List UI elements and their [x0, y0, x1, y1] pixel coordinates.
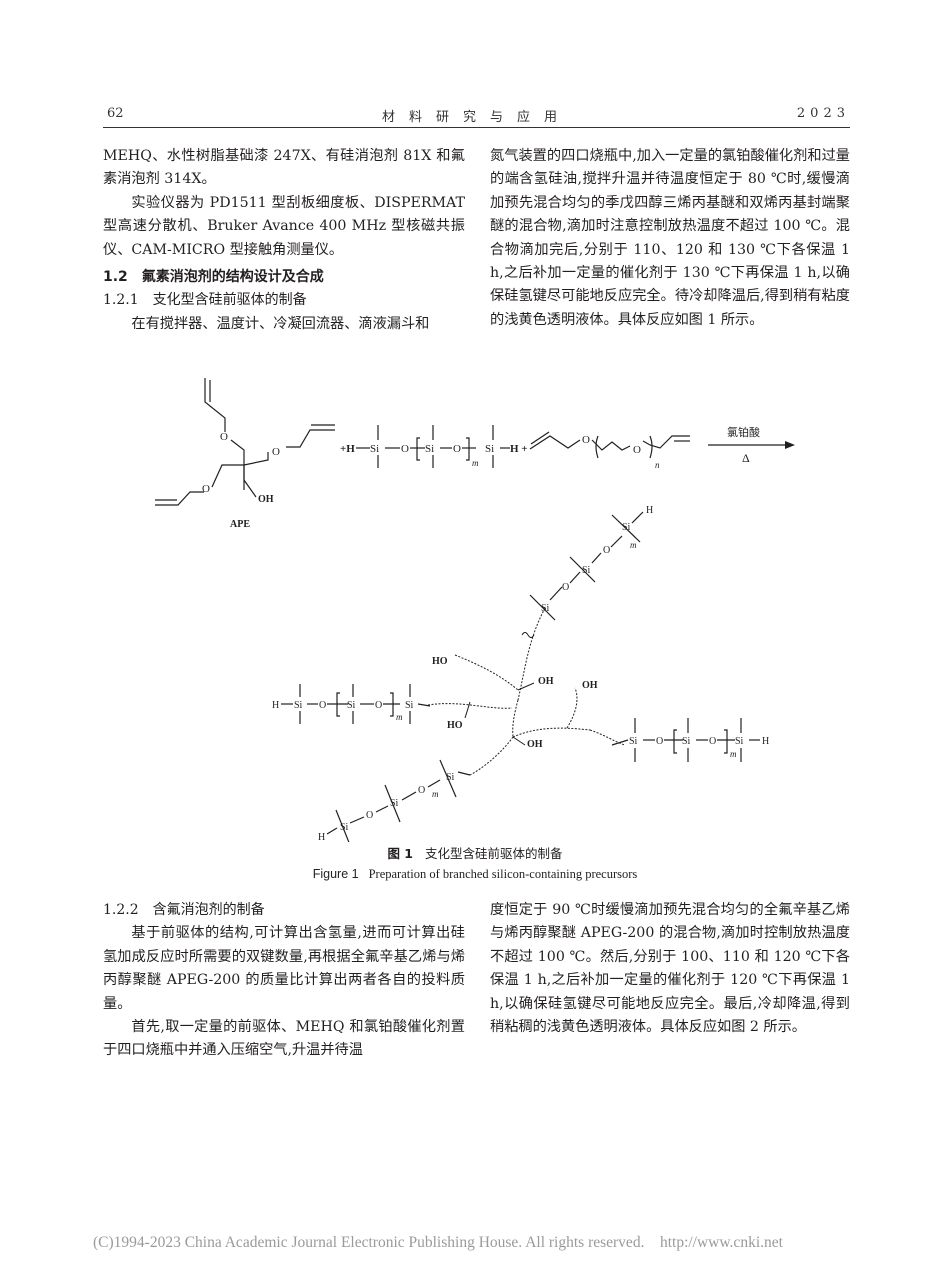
svg-text:Si: Si: [541, 603, 550, 614]
svg-text:Si: Si: [622, 522, 631, 533]
svg-text:O: O: [453, 443, 461, 455]
right-column-top: 氮气装置的四口烧瓶中,加入一定量的氯铂酸催化剂和过量的端含氢硅油,搅拌升温并待温…: [490, 145, 850, 332]
paragraph-precursor-continued: 氮气装置的四口烧瓶中,加入一定量的氯铂酸催化剂和过量的端含氢硅油,搅拌升温并待温…: [490, 148, 850, 328]
condition-label: Δ: [742, 451, 750, 465]
svg-text:H: H: [762, 736, 769, 747]
svg-text:O: O: [633, 444, 641, 456]
svg-text:O: O: [418, 785, 425, 796]
svg-text:+H: +H: [340, 443, 355, 455]
paragraph-materials: MEHQ、水性树脂基础漆 247X、有硅消泡剂 81X 和氟素消泡剂 314X。: [103, 148, 465, 188]
figure-caption-cn-text: 支化型含硅前驱体的制备: [425, 846, 563, 861]
subsection-heading-1-2-1: 1.2.1 支化型含硅前驱体的制备: [103, 292, 307, 309]
siloxane-arm-left: H Si O Si O m Si: [272, 684, 431, 724]
left-column-top: MEHQ、水性树脂基础漆 247X、有硅消泡剂 81X 和氟素消泡剂 314X。…: [103, 145, 465, 336]
branched-product: [427, 607, 626, 776]
paragraph-procedure-start: 首先,取一定量的前驱体、MEHQ 和氯铂酸催化剂置于四口烧瓶中并通入压缩空气,升…: [103, 1019, 465, 1059]
svg-text:Si: Si: [370, 443, 379, 455]
atom-o: O: [220, 431, 228, 443]
svg-text:Si: Si: [340, 822, 349, 833]
svg-text:H: H: [318, 832, 325, 842]
svg-text:O: O: [656, 736, 663, 747]
siloxane-arm-top: Si O Si O Si H m: [529, 505, 653, 621]
svg-text:HO: HO: [432, 656, 448, 667]
right-column-bottom: 度恒定于 90 ℃时缓慢滴加预先混合均匀的全氟辛基乙烯与烯丙醇聚醚 APEG-2…: [490, 899, 850, 1039]
svg-text:O: O: [562, 582, 569, 593]
left-column-bottom: 1.2.2 含氟消泡剂的制备 基于前驱体的结构,可计算出含氢量,进而可计算出硅氢…: [103, 899, 465, 1063]
svg-text:O: O: [202, 483, 210, 495]
svg-text:O: O: [366, 810, 373, 821]
running-header: 62 材料研究与应用 2023: [103, 106, 850, 128]
svg-text:H: H: [272, 700, 279, 711]
svg-text:H: H: [646, 505, 653, 516]
svg-text:m: m: [630, 540, 637, 550]
svg-text:OH: OH: [527, 739, 543, 750]
svg-text:OH: OH: [582, 680, 598, 691]
paragraph-calculation: 基于前驱体的结构,可计算出含氢量,进而可计算出硅氢加成反应时所需要的双键数量,再…: [103, 925, 465, 1012]
svg-text:Si: Si: [390, 798, 399, 809]
svg-text:Si: Si: [629, 736, 638, 747]
subsection-heading-1-2-2: 1.2.2 含氟消泡剂的制备: [103, 902, 265, 918]
copyright-text: (C)1994-2023 China Academic Journal Elec…: [93, 1234, 645, 1251]
paragraph-precursor-start: 在有搅拌器、温度计、冷凝回流器、滴液漏斗和: [131, 315, 430, 332]
svg-text:O: O: [709, 736, 716, 747]
svg-text:HO: HO: [447, 720, 463, 731]
section-heading-1-2: 1.2 氟素消泡剂的结构设计及合成: [103, 269, 324, 286]
journal-title: 材料研究与应用: [381, 110, 571, 125]
figure-1-caption-cn: 图 1 支化型含硅前驱体的制备: [0, 843, 950, 862]
svg-text:m: m: [432, 789, 439, 799]
journal-year: 2023: [796, 106, 850, 121]
svg-text:OH: OH: [538, 676, 554, 687]
svg-text:m: m: [730, 749, 737, 759]
svg-text:Si: Si: [294, 700, 303, 711]
figure-label-en: Figure 1: [312, 867, 359, 881]
siloxane-arm-right: Si O Si O m Si H: [611, 718, 769, 762]
paragraph-instruments: 实验仪器为 PD1511 型刮板细度板、DISPERMAT 型高速分散机、Bru…: [103, 194, 465, 258]
svg-text:Si: Si: [347, 700, 356, 711]
svg-text:Si: Si: [735, 736, 744, 747]
svg-text:m: m: [472, 458, 479, 468]
svg-text:O: O: [319, 700, 326, 711]
figure-label-cn: 图 1: [387, 846, 414, 861]
svg-text:Si: Si: [446, 772, 455, 783]
svg-text:Si: Si: [485, 443, 494, 455]
svg-text:Si: Si: [582, 565, 591, 576]
cnki-url: http://www.cnki.net: [659, 1234, 783, 1251]
svg-text:O: O: [375, 700, 382, 711]
reaction-arrow: 氯铂酸 Δ: [708, 425, 795, 465]
diallyl-polyether-reactant: [529, 431, 690, 459]
svg-text:O: O: [603, 545, 610, 556]
paragraph-procedure-continued: 度恒定于 90 ℃时缓慢滴加预先混合均匀的全氟辛基乙烯与烯丙醇聚醚 APEG-2…: [490, 902, 850, 1036]
svg-text:O: O: [401, 443, 409, 455]
copyright-footer: (C)1994-2023 China Academic Journal Elec…: [93, 1234, 783, 1252]
svg-text:Si: Si: [405, 700, 414, 711]
figure-caption-en-text: Preparation of branched silicon-containi…: [368, 867, 638, 881]
svg-text:O: O: [272, 446, 280, 458]
svg-text:Si: Si: [682, 736, 691, 747]
figure-1-reaction-scheme: O O O OH APE +H Si O Si O m Si H +: [140, 372, 820, 846]
hydrosilicone-reactant: +H Si O Si O m Si H +: [340, 425, 528, 468]
svg-text:H +: H +: [510, 443, 528, 455]
catalyst-label: 氯铂酸: [727, 425, 760, 439]
figure-1-caption-en: Figure 1 Preparation of branched silicon-…: [0, 866, 950, 882]
header-divider: [103, 127, 850, 128]
ape-label: APE: [230, 519, 250, 530]
siloxane-arm-bottom: Si O Si O Si H m: [318, 759, 471, 846]
svg-text:OH: OH: [258, 494, 274, 505]
svg-text:m: m: [396, 712, 403, 722]
ape-molecule: [155, 378, 335, 506]
page-number: 62: [107, 106, 124, 121]
svg-text:O: O: [582, 434, 590, 446]
svg-text:Si: Si: [425, 443, 434, 455]
svg-text:n: n: [655, 460, 660, 470]
